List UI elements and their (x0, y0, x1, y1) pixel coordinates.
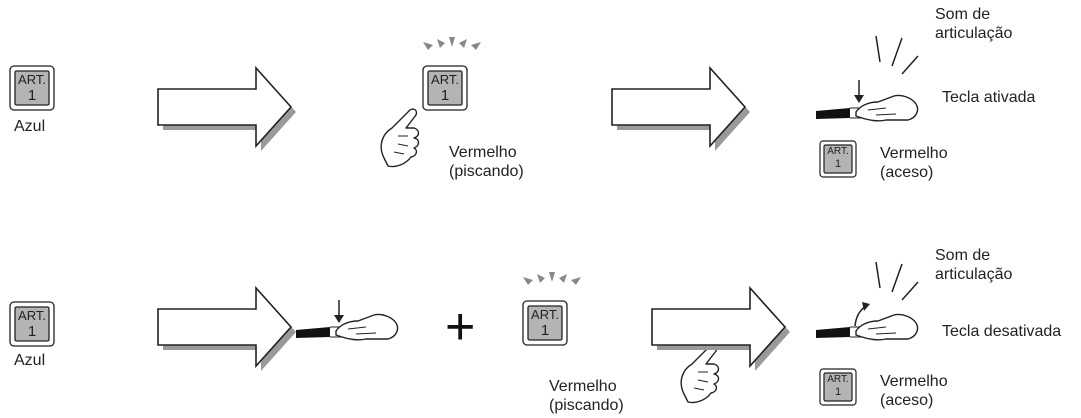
key-action-label: Tecla ativada (942, 89, 1036, 106)
up-arrow-head (862, 302, 870, 311)
arrow-right-4 (651, 287, 791, 372)
button-label: ART.1 (827, 146, 849, 170)
step2-color-label-2: Vermelho (549, 378, 617, 395)
sound-label-line2-2: articulação (935, 266, 1013, 283)
sound-lines-2 (875, 261, 919, 301)
step1-color-label: Azul (14, 118, 46, 135)
button-label: ART.1 (431, 72, 459, 104)
step3-color-label-2: Vermelho (880, 373, 948, 390)
press-hand-2 (680, 344, 720, 404)
blink-rays (423, 37, 481, 50)
key-press-hand (815, 94, 919, 122)
sound-lines (875, 35, 919, 75)
key-press-hand-2 (295, 313, 399, 341)
press-hand (380, 108, 420, 168)
arrow-right-1 (157, 67, 297, 152)
down-arrow-head-2 (334, 315, 344, 323)
key-release-hand (815, 313, 919, 341)
step2-state-label: (piscando) (449, 163, 524, 180)
arrow-right-2 (611, 67, 751, 152)
button-label: ART.1 (18, 72, 46, 104)
step3-color-label: Vermelho (880, 145, 948, 162)
sound-label-line2: articulação (935, 25, 1013, 42)
down-arrow-head (854, 95, 864, 103)
plus-sign: + (445, 298, 476, 356)
step3-state-label: (aceso) (880, 164, 934, 181)
button-label: ART.1 (18, 308, 46, 340)
step1-color-label-2: Azul (14, 352, 46, 369)
sound-label-line1: Som de (935, 6, 991, 23)
step2-color-label: Vermelho (449, 144, 517, 161)
step2-state-label-2: (piscando) (549, 397, 624, 414)
blink-rays-2 (523, 272, 581, 285)
step3-state-label-2: (aceso) (880, 392, 934, 409)
arrow-right-3 (157, 287, 297, 372)
button-label: ART.1 (531, 307, 559, 339)
button-label: ART.1 (827, 374, 849, 398)
key-action-label-2: Tecla desativada (942, 323, 1062, 340)
sound-label-line1-2: Som de (935, 247, 991, 264)
